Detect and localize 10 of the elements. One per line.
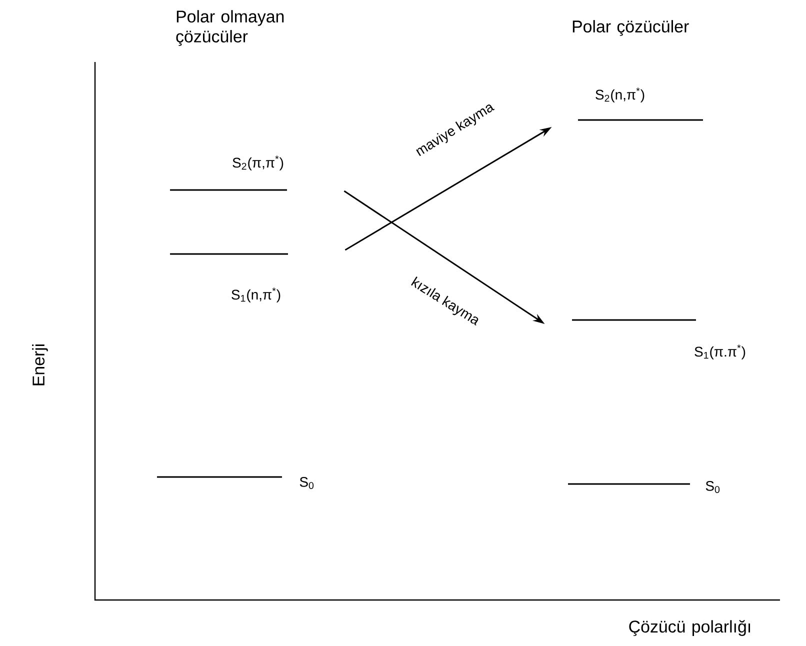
level-label: S$_{0}$	[706, 481, 720, 493]
level-label: S$_{2}$(n,π$^{*}$)	[596, 88, 644, 102]
level-label: S$_{0}$	[300, 477, 314, 489]
axis-title: Polar olmayan çözücüler	[176, 10, 284, 46]
level-label: S$_{1}$(n,π$^{*}$)	[232, 288, 280, 302]
axis-title: Çözücü polarlığı	[629, 620, 750, 636]
axis-title: Polar çözücüler	[572, 20, 689, 36]
level-label: S$_{1}$(π.π$^{*}$)	[694, 344, 746, 360]
level-label: S$_{2}$(π,π$^{*}$)	[232, 156, 284, 170]
axis-title: Enerji	[32, 344, 48, 386]
